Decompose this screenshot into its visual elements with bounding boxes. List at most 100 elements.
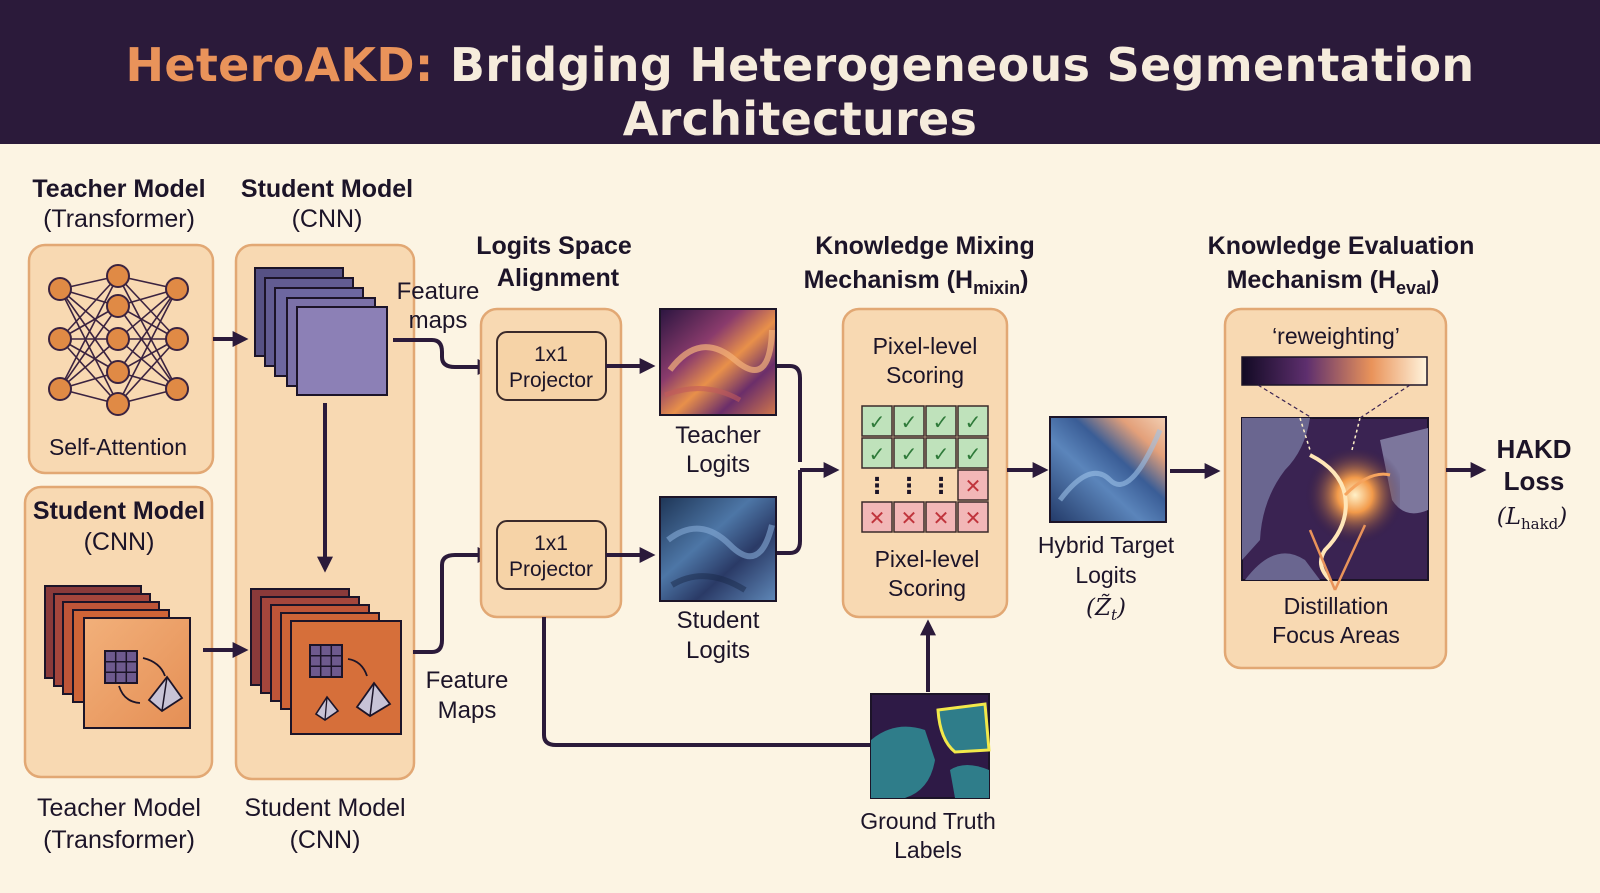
check-icon: ✓ [901, 410, 918, 434]
nn-edge [117, 288, 178, 405]
focus-line2: Focus Areas [1272, 622, 1400, 648]
student-feature-stack-icon [250, 588, 402, 735]
student-left-stack-icon [44, 585, 191, 729]
header-bar [0, 0, 1600, 144]
bottom-teacher-title: Teacher Model [37, 794, 201, 822]
check-icon: ✓ [965, 442, 982, 466]
nn-node [106, 264, 130, 288]
feature-maps-top-line2: maps [409, 307, 468, 334]
feature-maps-top-line1: Feature [397, 278, 480, 305]
cross-icon: ✕ [965, 506, 982, 530]
nn-node [106, 294, 130, 318]
reweighting-colorbar [1241, 356, 1428, 386]
mixing-bottom-label-line1: Pixel-level [875, 546, 980, 572]
nn-node [165, 277, 189, 301]
check-icon: ✓ [933, 410, 950, 434]
knowledge-mixing: Knowledge Mixing Mechanism (Hmixin) Pixe… [804, 232, 1035, 619]
student-logits-line2: Logits [686, 637, 750, 664]
alignment-title-line2: Alignment [497, 264, 620, 292]
distillation-focus-map [1241, 417, 1429, 591]
score-cell-pass [957, 405, 989, 437]
alignment-to-ground-truth-line [542, 617, 870, 747]
nn-node [106, 392, 130, 416]
ellipsis-icon: ⋮ [866, 474, 888, 499]
pyramid-icon [355, 681, 392, 718]
teacher-logits-line2: Logits [686, 451, 750, 478]
score-cell-fail [861, 501, 893, 533]
student-logits-merge-line [777, 470, 802, 555]
self-attention-label: Self-Attention [49, 434, 187, 460]
check-icon: ✓ [965, 410, 982, 434]
hybrid-line1: Hybrid Target [1038, 532, 1175, 558]
mixing-bottom-label-line2: Scoring [888, 575, 966, 601]
mixing-title-line2: Mechanism (Hmixin) [804, 266, 1029, 298]
nn-edge [117, 338, 178, 405]
ellipsis-icon: ⋮ [898, 474, 920, 499]
feature-map-stack-icon [254, 267, 388, 396]
logits-alignment: Logits Space Alignment 1x1 Projector 1x1… [476, 232, 632, 619]
small-pyramid-icon [314, 695, 340, 721]
nn-edge [59, 338, 119, 405]
evaluation-title-line1: Knowledge Evaluation [1208, 232, 1475, 260]
student-model-left: Student Model (CNN) [23, 485, 214, 779]
nn-edge [117, 338, 178, 390]
check-icon: ✓ [869, 410, 886, 434]
projector-top-line2: Projector [509, 369, 593, 392]
score-cell-pass [925, 405, 957, 437]
title-rest: Bridging Heterogeneous Segmentation Arch… [449, 38, 1475, 146]
feature-maps-bottom-line1: Feature [426, 667, 509, 694]
nn-edge [59, 288, 119, 340]
score-cell-pass [893, 437, 925, 469]
neural-network-icon [48, 264, 189, 416]
score-cell-pass [957, 437, 989, 469]
nn-node [48, 377, 72, 401]
bottom-student-title: Student Model [244, 794, 405, 822]
feature-to-projector-bottom-arrow [413, 547, 494, 654]
score-cell-pass [893, 405, 925, 437]
bottom-labels: Teacher Model (Transformer) Student Mode… [37, 794, 406, 854]
nn-edge [117, 275, 178, 390]
student-model-column: Student Model (CNN) [234, 175, 416, 781]
loss-line2: Loss [1504, 466, 1565, 496]
page-title: HeteroAKD: Bridging Heterogeneous Segmen… [0, 38, 1600, 146]
mixing-panel [841, 307, 1009, 619]
teacher-title: Teacher Model [32, 175, 205, 203]
cross-icon: ✕ [901, 506, 918, 530]
hybrid-logits-heatmap [1049, 416, 1167, 523]
teacher-logits: Teacher Logits [659, 308, 777, 478]
check-icon: ✓ [901, 442, 918, 466]
nn-edge [59, 288, 119, 373]
score-cell-pass [861, 405, 893, 437]
nn-edge [59, 305, 119, 390]
grid-icon [309, 644, 343, 678]
student-logits: Student Logits [659, 496, 777, 664]
nn-edge [59, 338, 119, 390]
nn-node [106, 327, 130, 351]
projector-bottom: 1x1 Projector [496, 520, 607, 590]
hakd-loss: HAKD Loss (Lhakd) [1496, 434, 1571, 533]
alignment-title-line1: Logits Space [476, 232, 632, 260]
feature-maps-bottom-line2: Maps [438, 697, 497, 724]
score-cell-fail [957, 501, 989, 533]
student-subtitle: (CNN) [292, 205, 363, 233]
feature-to-projector-top-arrow [393, 338, 494, 375]
hybrid-symbol: (Z̃t) [1086, 595, 1126, 624]
hybrid-line2: Logits [1075, 562, 1136, 588]
title-accent: HeteroAKD: [125, 38, 434, 92]
teacher-model-top: Teacher Model (Transformer) Self-Attenti… [27, 175, 215, 475]
teacher-logits-merge-line [777, 364, 802, 462]
loss-symbol: (Lhakd) [1497, 504, 1568, 533]
check-icon: ✓ [869, 442, 886, 466]
nn-edge [117, 275, 178, 340]
score-cell-fail [957, 469, 989, 501]
student-left-subtitle: (CNN) [84, 528, 155, 556]
nn-edge [59, 275, 119, 340]
nn-node [48, 327, 72, 351]
ellipsis-icon: ⋮ [930, 474, 952, 499]
bottom-teacher-subtitle: (Transformer) [43, 826, 195, 854]
focus-line1: Distillation [1284, 593, 1389, 619]
score-cell-fail [925, 501, 957, 533]
check-icon: ✓ [933, 442, 950, 466]
cross-icon: ✕ [869, 506, 886, 530]
score-cell-fail [893, 501, 925, 533]
